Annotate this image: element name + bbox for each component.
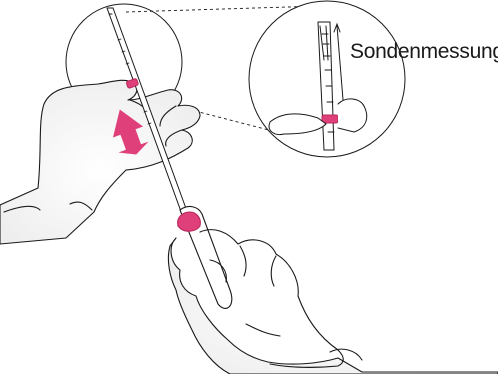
- handle-collar: [178, 212, 201, 231]
- callout-label-sondenmessung: Sondenmessung: [350, 40, 498, 64]
- stopper-ring-zoom: [322, 115, 338, 123]
- right-gloved-hand: [168, 207, 498, 374]
- left-gloved-hand: [0, 80, 200, 244]
